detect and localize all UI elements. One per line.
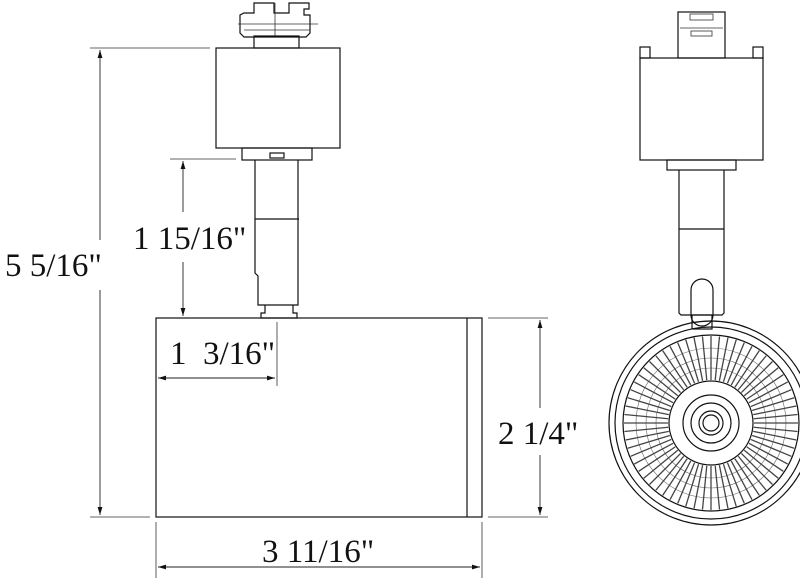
louvre-fin xyxy=(677,342,696,384)
louvre-fin xyxy=(753,426,798,433)
louvre-fin xyxy=(722,339,737,383)
louvre-fin xyxy=(730,460,753,501)
dimension-overall-height: 5 5/16" xyxy=(5,47,210,518)
louvre-fin xyxy=(753,430,797,441)
louvre-fin xyxy=(748,442,789,465)
dimension-stem-height: 1 15/16" xyxy=(133,158,246,316)
louvre-fin xyxy=(643,367,679,397)
louvre-fin xyxy=(722,463,737,507)
louvre-fin xyxy=(662,458,688,496)
louvre-fin xyxy=(734,458,760,496)
lamp-face xyxy=(608,320,800,526)
louvre-fin xyxy=(649,452,682,485)
louvre-fin xyxy=(740,452,773,485)
collar xyxy=(241,147,313,161)
louvre-fin xyxy=(627,397,671,412)
stem-height-label: 1 15/16" xyxy=(133,221,246,257)
louvre-fin xyxy=(624,426,669,433)
louvre-fin xyxy=(701,465,708,510)
louvre-fin xyxy=(649,361,682,394)
louvre-fin xyxy=(714,465,721,510)
louvre-fin xyxy=(630,438,672,457)
louvre-fin xyxy=(743,367,779,397)
louvre-fin xyxy=(743,449,779,479)
louvre-fin xyxy=(662,350,688,388)
louvre-fin xyxy=(751,397,795,412)
louvre-fin xyxy=(726,462,745,504)
dimension-head-length: 3 11/16" xyxy=(155,522,483,578)
louvre-fin xyxy=(746,446,784,472)
overall-height-label: 5 5/16" xyxy=(5,248,102,284)
louvre-fin xyxy=(751,434,795,449)
stem xyxy=(254,160,299,306)
louvre-fin xyxy=(624,413,669,420)
lamp-head xyxy=(155,317,483,518)
louvre-fin xyxy=(701,336,708,381)
louvre-fin xyxy=(737,355,767,391)
front-view xyxy=(608,11,800,526)
louvre-fin xyxy=(685,463,700,507)
louvre-fin xyxy=(718,465,729,509)
louvre-fin xyxy=(630,389,672,408)
louvre-fin xyxy=(730,345,753,386)
louvre-fin xyxy=(753,405,797,416)
louvre-fin xyxy=(677,462,696,504)
track-adapter xyxy=(238,2,318,49)
louvre-fin xyxy=(669,345,692,386)
front-track-adapter xyxy=(639,11,764,59)
louvre-fin xyxy=(748,381,789,404)
louvre-fin xyxy=(750,438,792,457)
louvre-fin xyxy=(714,336,721,381)
louvre-fin xyxy=(740,361,773,394)
louvre-fin xyxy=(718,337,729,381)
louvre-fin xyxy=(737,455,767,491)
louvre-fin xyxy=(746,374,784,400)
louvre-fin xyxy=(750,389,792,408)
louvre-fin xyxy=(633,381,674,404)
louvre-fin xyxy=(625,430,669,441)
louvre-fin xyxy=(726,342,745,384)
head-height-label: 2 1/4" xyxy=(498,416,578,452)
driver-housing xyxy=(215,47,341,149)
front-driver-housing xyxy=(639,57,764,161)
louvre-fin xyxy=(693,337,704,381)
head-length-label: 3 11/16" xyxy=(262,534,374,570)
louvre-fin xyxy=(685,339,700,383)
louvre-fin xyxy=(627,434,671,449)
louvre-fin xyxy=(633,442,674,465)
louvre-fin xyxy=(638,446,676,472)
side-view: 5 5/16" 1 15/16" 1 3/16" 2 1/4" xyxy=(5,2,578,578)
louvre-fin xyxy=(734,350,760,388)
louvre-fin xyxy=(643,449,679,479)
stem-offset-label: 1 3/16" xyxy=(170,336,275,372)
louvre-fin xyxy=(638,374,676,400)
dimension-head-height: 2 1/4" xyxy=(488,317,578,518)
louvre-fin xyxy=(669,460,692,501)
louvre-fin xyxy=(625,405,669,416)
dimension-stem-offset: 1 3/16" xyxy=(158,322,278,386)
louvre-fin xyxy=(693,465,704,509)
louvre-fin xyxy=(655,455,685,491)
louvre-fin xyxy=(655,355,685,391)
louvre-fin xyxy=(753,413,798,420)
